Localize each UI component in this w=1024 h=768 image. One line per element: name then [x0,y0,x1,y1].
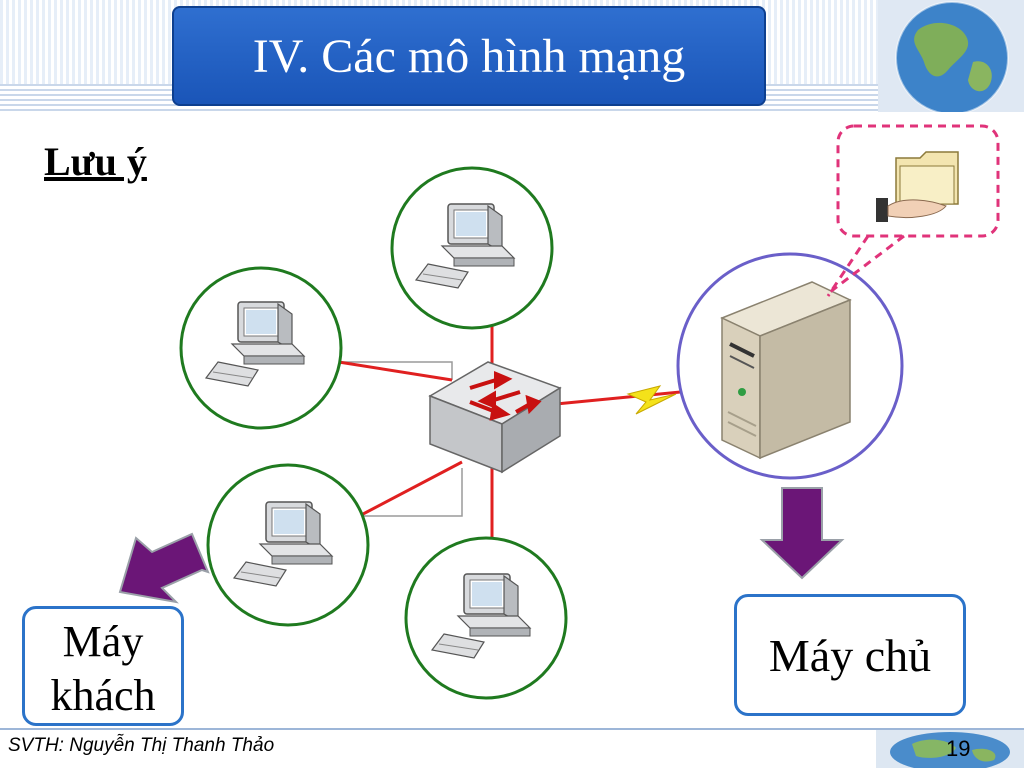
cable-bottom-left-pc [343,460,463,526]
subtitle: Lưu ý [44,139,147,184]
author-credit: SVTH: Nguyễn Thị Thanh Thảo [8,735,275,756]
server-icon [720,281,852,460]
cable-left-pc [325,358,453,382]
lightning-icon [626,385,677,415]
client-label: Máy khách [22,606,184,726]
client-pc-bottom-left [206,463,370,627]
client-pc-top [390,166,554,330]
globe-icon [876,730,1024,768]
server-label: Máy chủ [734,594,966,716]
arrow-to-client-label [118,532,210,604]
shared-folder-callout [826,124,1000,297]
server-node [676,252,904,480]
footer-divider [0,728,1024,730]
client-pc-bottom [404,536,568,700]
arrow-to-server-label [759,487,845,580]
shared-folder-icon [876,151,959,222]
network-switch-icon [428,361,562,474]
slide-title: IV. Các mô hình mạng [172,6,766,106]
gray-links [330,361,463,517]
globe-icon [878,0,1024,112]
page-number: 19 [946,736,971,761]
client-pc-left [179,266,343,430]
